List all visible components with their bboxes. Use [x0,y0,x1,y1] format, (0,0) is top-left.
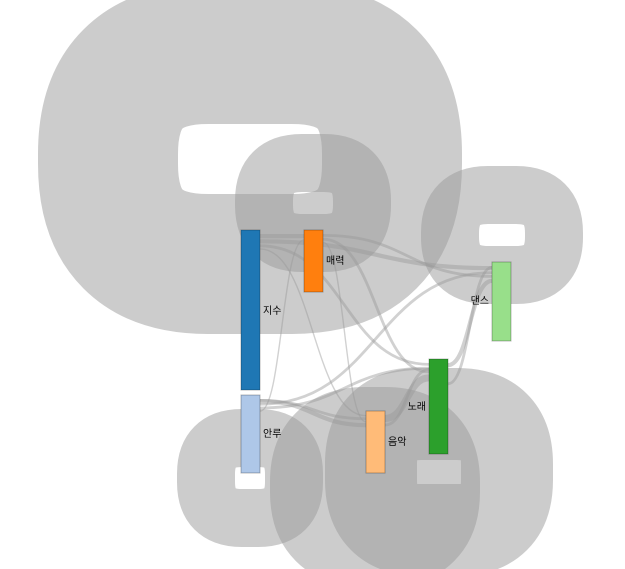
self-loop-maeryeok [235,134,391,272]
link-anru-to-daenseu [259,271,493,406]
node-label-eumak: 음악 [388,436,406,448]
link-maeryeok-to-eumak [322,241,367,423]
link-norae-to-daenseu [447,278,493,368]
link-anru-to-maeryeok [259,239,305,412]
link-eumak-to-anru [259,399,367,428]
link-eumak-to-norae [384,374,430,422]
node-label-maeryeok: 매력 [326,255,344,267]
node-label-jisu: 지수 [263,305,281,317]
self-loop-links [38,0,583,569]
node-anru [240,394,261,474]
link-jisu-to-daenseu [259,239,493,271]
link-maeryeok-to-norae [322,237,430,374]
sankey-nodes [240,229,512,474]
link-daenseu-to-norae [447,266,493,386]
node-jisu [240,229,261,391]
node-maeryeok [303,229,324,293]
flow-links [259,233,493,428]
node-daenseu [491,261,512,342]
link-jisu-to-eumak [259,248,367,417]
link-maeryeok-to-daenseu [322,234,493,278]
link-anru-to-norae [259,366,430,410]
node-label-norae: 노래 [408,401,426,413]
node-label-anru: 안루 [263,428,281,440]
self-loop-daenseu [421,166,583,304]
link-anru-to-eumak [259,399,367,421]
node-eumak [365,410,386,474]
node-norae [428,358,449,455]
node-label-daenseu: 댄스 [471,295,489,307]
link-norae-to-eumak [384,368,430,427]
link-jisu-to-norae [259,244,430,366]
